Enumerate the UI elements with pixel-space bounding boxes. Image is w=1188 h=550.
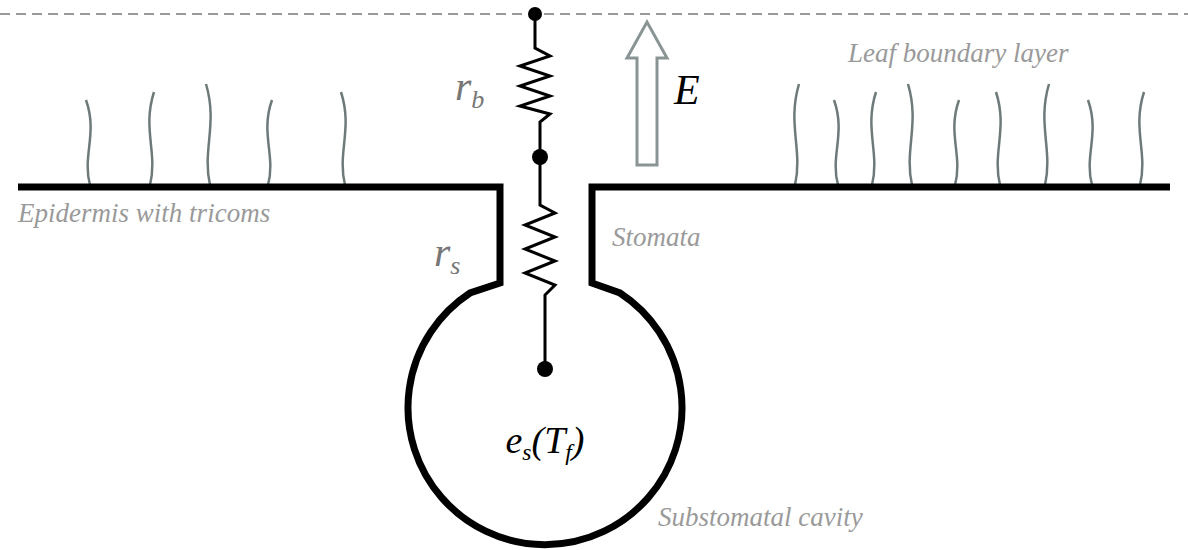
tricome [954, 100, 959, 185]
tricome [149, 92, 154, 185]
resistor-node-dots [528, 7, 553, 377]
flux-symbol: E [674, 66, 700, 114]
tricome [834, 100, 839, 185]
resistance-symbol: rs [434, 228, 461, 276]
tricome [908, 84, 913, 185]
tricome [267, 100, 272, 185]
resistor-symbol [520, 14, 555, 369]
tricome [1088, 100, 1093, 185]
vapour-pressure-label: es(Tf) [505, 421, 584, 459]
tricome [341, 92, 346, 185]
tricome [1044, 84, 1049, 185]
part-label: Stomata [612, 222, 701, 253]
flux-arrow [627, 22, 667, 165]
cavity-shape [408, 271, 682, 545]
substomatal-cavity: es(Tf) [408, 271, 682, 545]
tricome [86, 100, 91, 185]
epidermis-outline [18, 187, 1170, 545]
region-label: Leaf boundary layer [848, 38, 1069, 69]
tricome [996, 92, 1001, 185]
part-label: Substomatal cavity [658, 502, 863, 533]
resistance-symbol: rb [455, 62, 484, 110]
tricome-group [86, 84, 1144, 185]
tricome [794, 84, 799, 185]
tricome [206, 84, 211, 185]
tricome [871, 92, 876, 185]
boundary-layer-edge [0, 13, 1188, 15]
part-label: Epidermis with tricoms [18, 198, 270, 229]
tricome [1139, 92, 1144, 185]
